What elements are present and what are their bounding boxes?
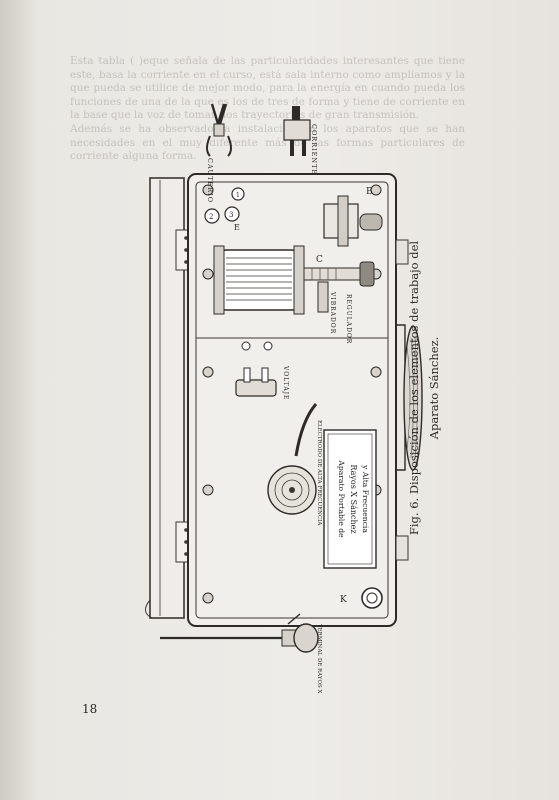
letter-b: B [366,187,373,197]
terminal-1: 1 [236,192,240,199]
page-number: 18 [82,702,98,716]
round-dial [267,465,317,515]
letter-e: E [234,223,240,232]
electrode-wire [294,403,318,457]
figure-caption: Fig. 6. Disposición de los elementos de … [407,240,441,536]
cautery-plug [206,103,232,157]
letter-c: C [316,255,323,265]
label-voltage: VOLTAJE [282,365,289,400]
label-electrode: ELECTRODO DE ALTA FRECUENCIA [316,420,322,526]
label-current: CORRIENTE [310,124,318,175]
nameplate-line-2: Rayos X Sánchez [349,464,358,533]
terminal-2: 2 [209,213,213,221]
carry-handle [396,324,423,471]
terminal-3: 3 [229,211,233,219]
nameplate-line-1: Aparato Portable de [337,459,346,538]
regulator-screw [303,261,375,313]
label-cautery: CAUTERIO [206,158,214,203]
case-latches [395,239,409,561]
cautery-terminals [204,187,245,224]
induction-coil [213,245,305,315]
voltage-knobs [235,341,277,397]
x-ray-terminal-cable [160,613,319,653]
letter-k: K [340,595,347,605]
vibrator-switch [323,195,383,247]
label-regulator: REGULADOR [345,294,352,344]
x-ray-socket [361,587,383,609]
label-vibrator: VIBRADOR [329,291,336,334]
label-tube-terminal: TERMINAL DE RAYOS X [316,624,322,694]
nameplate: Aparato Portable de Rayos X Sánchez y Al… [323,429,377,569]
bleed-through-text: Esta tabla ( )eque señala de las particu… [70,55,465,163]
nameplate-line-3: y Alta Frecuencia [361,464,370,533]
current-plug [283,106,311,156]
